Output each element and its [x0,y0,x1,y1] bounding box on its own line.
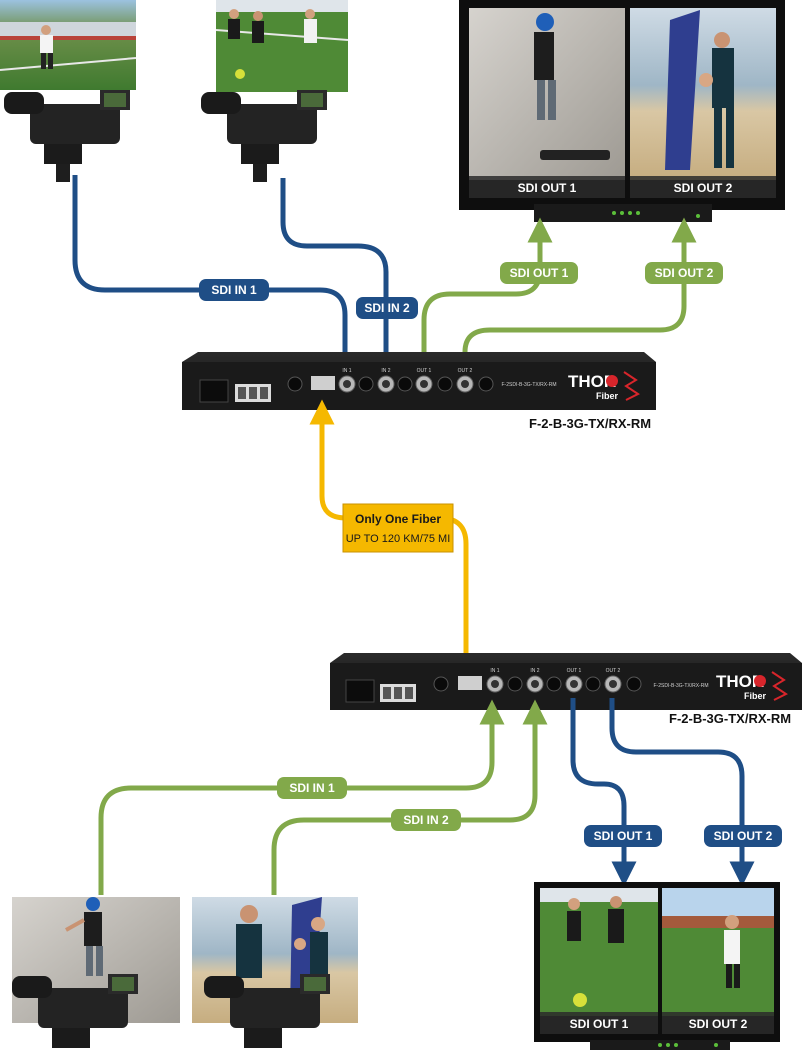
fiber-note-title: Only One Fiber [355,512,441,526]
bottom-middle-beach-photo [192,897,358,1023]
video-camera-icon [204,974,330,1048]
top-fiber-unit: IN 1 IN 2 OUT 1 OUT 2 F-2SDI-B-3G-TX/RX-… [182,352,656,410]
top-monitor-left-label: SDI OUT 1 [518,181,577,195]
top-sdi-out-2-cable [462,217,697,372]
bottom-monitor-right-label: SDI OUT 2 [689,1017,748,1031]
top-unit-brand: THOR [568,372,616,391]
top-sdi-out-1-cable [421,217,553,372]
video-camera-icon [12,974,138,1048]
video-camera-icon [4,90,130,182]
bottom-sdi-in-2-cable [271,699,548,895]
top-sdi-in-1-tag: SDI IN 1 [199,279,269,301]
monitor-left-pane: SDI OUT 1 [469,8,625,198]
top-port-in-2: IN 2 [381,368,390,374]
bottom-sdi-in-1-label: SDI IN 1 [289,781,335,795]
top-port-out-2: OUT 2 [458,368,473,374]
bottom-sdi-out-2-tag: SDI OUT 2 [704,825,782,847]
bottom-sdi-in-1-tag: SDI IN 1 [277,777,347,799]
bottom-unit-model: F-2-B-3G-TX/RX-RM [669,711,791,726]
top-sdi-in-2-label: SDI IN 2 [364,301,410,315]
bottom-sdi-in-2-tag: SDI IN 2 [391,809,461,831]
fiber-note-box: Only One Fiber UP TO 120 KM/75 MI [342,503,454,553]
thor-logo-icon: THOR Fiber [568,371,640,401]
top-port-in-1: IN 1 [342,368,351,374]
top-sdi-in-2-tag: SDI IN 2 [356,297,418,319]
top-sdi-out-1-label: SDI OUT 1 [510,266,569,280]
top-sdi-in-1-cable [72,175,358,385]
bottom-sdi-in-2-label: SDI IN 2 [403,813,449,827]
bottom-port-in-1: IN 1 [490,668,499,674]
bottom-port-out-1: OUT 1 [567,668,582,674]
top-unit-brand-sub: Fiber [596,391,619,401]
fiber-note-distance: UP TO 120 KM/75 MI [346,533,451,545]
bottom-sdi-out-1-label: SDI OUT 1 [594,829,653,843]
bottom-unit-panel-text: F-2SDI-B-3G-TX/RX-RM [654,683,709,689]
bottom-fiber-unit: IN 1 IN 2 OUT 1 OUT 2 F-2SDI-B-3G-TX/RX-… [330,653,802,710]
video-camera-icon [201,90,327,182]
top-unit-model: F-2-B-3G-TX/RX-RM [529,416,651,431]
bottom-monitor-left-label: SDI OUT 1 [570,1017,629,1031]
thor-logo-icon: THOR Fiber [716,671,788,701]
top-monitor: SDI OUT 1 SDI OUT 2 [459,0,785,222]
bottom-unit-brand-sub: Fiber [744,691,767,701]
monitor-right-pane: SDI OUT 2 [630,8,776,198]
bottom-monitor: SDI OUT 1 SDI OUT 2 [534,882,780,1050]
top-sdi-out-2-label: SDI OUT 2 [655,266,714,280]
bottom-port-out-2: OUT 2 [606,668,621,674]
bottom-sdi-in-1-cable [98,699,505,895]
bottom-sdi-out-2-label: SDI OUT 2 [714,829,773,843]
bottom-sdi-out-1-tag: SDI OUT 1 [584,825,662,847]
top-monitor-right-label: SDI OUT 2 [674,181,733,195]
bottom-port-in-2: IN 2 [530,668,539,674]
top-middle-soccer-photo [215,0,349,92]
top-unit-panel-text: F-2SDI-B-3G-TX/RX-RM [502,382,557,388]
top-sdi-out-1-tag: SDI OUT 1 [500,262,578,284]
bottom-sdi-out-2-cable [609,698,755,887]
top-sdi-in-2-cable [280,178,399,385]
monitor-right-pane: SDI OUT 2 [662,888,774,1034]
top-left-soccer-photo [0,0,137,90]
monitor-left-pane: SDI OUT 1 [540,888,658,1034]
top-sdi-out-2-tag: SDI OUT 2 [645,262,723,284]
top-port-out-1: OUT 1 [417,368,432,374]
bottom-unit-brand: THOR [716,672,764,691]
top-sdi-in-1-label: SDI IN 1 [211,283,257,297]
bottom-sdi-out-1-cable [570,698,637,887]
